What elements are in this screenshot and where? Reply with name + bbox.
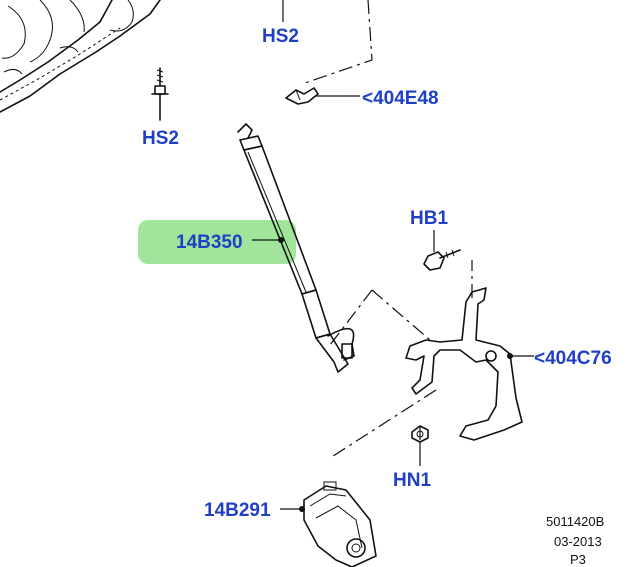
label-404c76: <404C76 [534,348,612,369]
label-404e48: <404E48 [362,88,439,109]
reference-code: 5011420B [546,514,604,529]
label-14b350: 14B350 [176,232,243,253]
connector-404e48 [285,87,360,105]
assembly-lines [301,0,473,459]
strut-14b350 [237,123,355,373]
bolt-hb1 [423,230,461,271]
label-hn1: HN1 [393,470,431,491]
chassis-structure [0,0,161,113]
label-hs2-left: HS2 [142,128,179,149]
reference-page: P3 [570,552,586,567]
nut-hn1 [411,425,429,466]
reference-date: 03-2013 [554,534,602,549]
module-14b291 [280,481,377,567]
highlight-14b350 [138,220,296,264]
label-hs2-top: HS2 [262,26,299,47]
bolt-hs2 [151,67,169,121]
bracket-404c76 [405,287,534,441]
label-14b291: 14B291 [204,500,271,521]
label-hb1: HB1 [410,208,448,229]
